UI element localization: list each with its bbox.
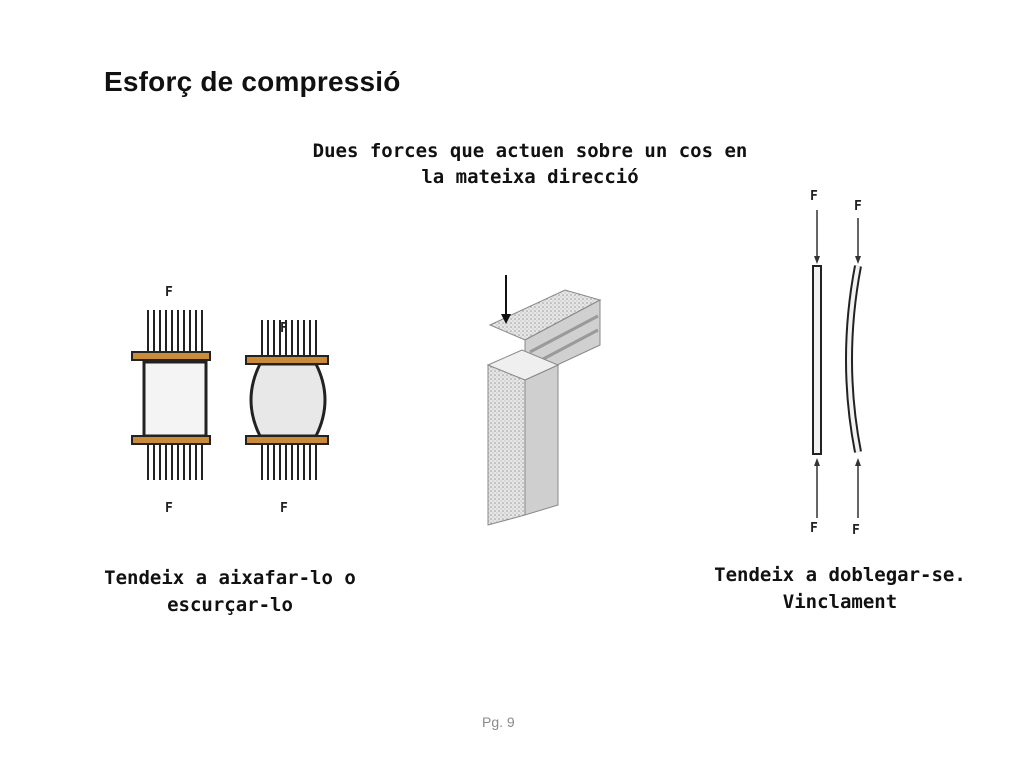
load-arrow-head <box>501 314 511 324</box>
subtitle: Dues forces que actuen sobre un cos en l… <box>250 138 810 190</box>
force-arrow-head <box>814 458 820 466</box>
force-label: F <box>852 523 860 538</box>
page-number: Pg. 9 <box>482 714 515 730</box>
subtitle-line-1: Dues forces que actuen sobre un cos en <box>312 140 748 162</box>
column-front <box>487 364 526 526</box>
caption-left-line-2: escurçar-lo <box>167 594 293 616</box>
force-arrow-head <box>814 256 820 264</box>
beam-groove <box>529 314 599 354</box>
column-side <box>524 364 559 516</box>
compression-blocks-figure: F F F F <box>131 285 329 516</box>
pressure-plate <box>245 435 329 445</box>
force-label: F <box>165 501 173 516</box>
block-uncompressed <box>142 360 208 438</box>
force-label: F <box>854 199 862 214</box>
caption-left-line-1: Tendeix a aixafar-lo o <box>104 567 356 589</box>
force-label: F <box>280 501 288 516</box>
buckling-bars-figure: F F F F <box>810 189 862 538</box>
force-label: F <box>810 521 818 536</box>
straight-bar <box>812 265 822 455</box>
caption-left: Tendeix a aixafar-lo o escurçar-lo <box>60 565 400 619</box>
column-top <box>486 349 560 381</box>
block-bulging <box>249 362 327 438</box>
pressure-plate <box>245 355 329 365</box>
force-label: F <box>810 189 818 204</box>
caption-right-line-1: Tendeix a doblegar-se. <box>714 564 966 586</box>
buckled-bar <box>847 265 860 453</box>
force-arrow-head <box>855 458 861 466</box>
pressure-plate <box>131 351 211 361</box>
column-beam-figure <box>486 275 602 526</box>
force-label: F <box>280 321 288 336</box>
pressure-plate <box>131 435 211 445</box>
slide-title: Esforç de compressió <box>104 66 401 97</box>
force-label: F <box>165 285 173 300</box>
caption-right: Tendeix a doblegar-se. Vinclament <box>660 562 1020 616</box>
caption-right-line-2: Vinclament <box>782 591 898 613</box>
force-arrow-head <box>855 256 861 264</box>
subtitle-line-2: la mateixa direcció <box>421 166 639 188</box>
